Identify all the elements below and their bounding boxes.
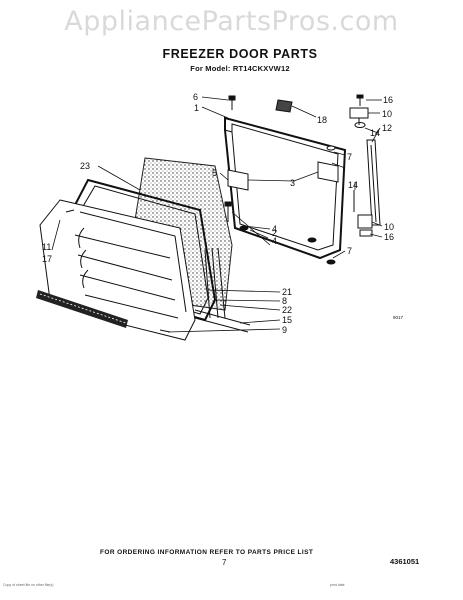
label-part-17: 17 — [42, 254, 52, 264]
label-part-15: 15 — [282, 315, 292, 325]
document-number: 4361051 — [390, 557, 420, 566]
label-part-7-top: 7 — [347, 152, 352, 162]
label-part-7-bottom: 7 — [347, 246, 352, 256]
label-part-14-top: 14 — [370, 128, 380, 138]
label-part-11: 11 — [42, 242, 51, 252]
hinge-blocks — [227, 161, 339, 191]
door-frame — [224, 116, 347, 260]
door-handle — [366, 139, 381, 226]
part-number-labels: 6 1 18 16 10 14 12 23 5 7 3 14 4 2 10 16… — [42, 92, 394, 335]
label-part-23: 23 — [80, 161, 90, 171]
model-subtitle: For Model: RT14CKXVW12 — [190, 64, 290, 73]
label-part-9: 9 — [282, 325, 287, 335]
leader-lines — [51, 96, 383, 333]
label-part-12: 12 — [382, 123, 392, 133]
label-part-5-top: 5 — [212, 168, 217, 178]
label-part-18: 18 — [317, 115, 327, 125]
trim-strips — [194, 247, 251, 333]
label-part-10-bottom: 10 — [384, 222, 394, 232]
corner-note-right: print date — [330, 583, 345, 587]
hinge-top — [349, 107, 369, 125]
label-part-21: 21 — [282, 287, 292, 297]
label-part-14-mid: 14 — [348, 180, 358, 190]
label-part-2: 2 — [272, 228, 277, 238]
bracket-18 — [275, 99, 293, 113]
label-part-22: 22 — [282, 305, 292, 315]
screws — [65, 94, 366, 333]
label-part-6: 6 — [193, 92, 198, 102]
hinge-bottom — [353, 190, 373, 237]
label-part-16-bottom: 16 — [384, 232, 394, 242]
label-part-1: 1 — [194, 103, 199, 113]
shelf-rail — [36, 290, 128, 328]
diagram-code: 9017 — [393, 315, 404, 320]
label-part-4-bottom: 4 — [272, 236, 277, 246]
label-part-10-top: 10 — [382, 109, 392, 119]
label-part-8: 8 — [282, 296, 287, 306]
label-part-3: 3 — [290, 178, 295, 188]
page-number: 7 — [222, 558, 227, 567]
watermark: AppliancePartsPros.com — [64, 6, 399, 37]
label-part-16-top: 16 — [383, 95, 393, 105]
page-title: FREEZER DOOR PARTS — [162, 47, 318, 61]
ordering-info-footer: FOR ORDERING INFORMATION REFER TO PARTS … — [100, 549, 314, 556]
label-part-4-top: 4 — [272, 224, 277, 234]
corner-note-left: Copy of sheet file on other file(s) — [3, 583, 54, 587]
